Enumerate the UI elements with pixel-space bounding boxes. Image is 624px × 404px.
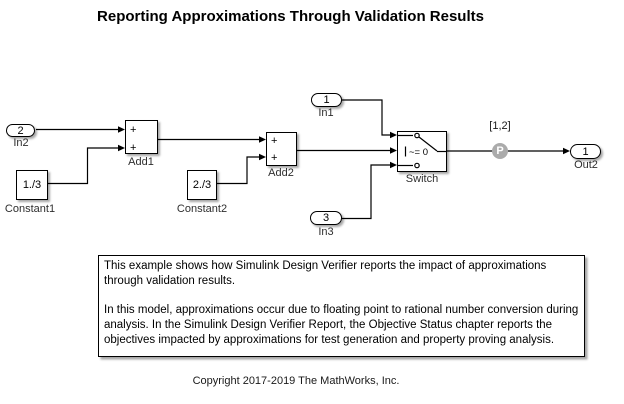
constant1-label: Constant1 xyxy=(4,203,56,215)
switch-block-label: Switch xyxy=(405,173,439,185)
add2-plus-sign-1: + xyxy=(271,135,278,147)
inport-in3-number: 3 xyxy=(322,212,330,224)
outport-out2-label: Out2 xyxy=(574,159,598,171)
switch-glyph xyxy=(398,132,446,169)
switch-block[interactable]: ~= 0 xyxy=(397,131,447,172)
constant2-value: 2./3 xyxy=(192,179,212,191)
switch-criteria-text: ~= 0 xyxy=(409,147,429,158)
copyright-text: Copyright 2017-2019 The MathWorks, Inc. xyxy=(192,375,400,387)
inport-in2-label: In2 xyxy=(13,137,29,149)
inport-in2[interactable]: 2 xyxy=(6,124,35,137)
outport-out2[interactable]: 1 xyxy=(570,144,601,159)
proof-objective-annotation: [1,2] xyxy=(489,120,511,132)
inport-in3-label: In3 xyxy=(318,226,334,238)
add1-plus-sign-1: + xyxy=(130,124,137,136)
sum-block-add2[interactable]: + + xyxy=(266,132,297,166)
constant2-label: Constant2 xyxy=(176,203,228,215)
sum-block-add1-label: Add1 xyxy=(128,156,154,168)
sum-block-add2-label: Add2 xyxy=(268,167,294,179)
constant1-value: 1./3 xyxy=(22,179,42,191)
description-box[interactable]: This example shows how Simulink Design V… xyxy=(98,255,585,357)
outport-out2-number: 1 xyxy=(582,145,589,158)
inport-in1[interactable]: 1 xyxy=(311,93,342,107)
model-title: Reporting Approximations Through Validat… xyxy=(97,8,484,25)
add2-plus-sign-2: + xyxy=(271,152,278,164)
sum-block-add1[interactable]: + + xyxy=(125,120,158,154)
inport-in2-number: 2 xyxy=(17,124,24,137)
add1-plus-sign-2: + xyxy=(130,142,137,154)
proof-objective-badge-letter: P xyxy=(496,145,504,157)
description-paragraph-2: In this model, approximations occur due … xyxy=(104,304,579,346)
wire-in3-to-switch[interactable] xyxy=(342,164,393,220)
description-paragraph-1: This example shows how Simulink Design V… xyxy=(104,260,547,287)
inport-in1-number: 1 xyxy=(323,94,330,106)
constant1-block[interactable]: 1./3 xyxy=(16,170,48,200)
proof-objective-badge[interactable]: P xyxy=(492,143,508,159)
inport-in1-label: In1 xyxy=(318,107,334,119)
inport-in3[interactable]: 3 xyxy=(310,211,342,225)
constant2-block[interactable]: 2./3 xyxy=(187,170,217,200)
